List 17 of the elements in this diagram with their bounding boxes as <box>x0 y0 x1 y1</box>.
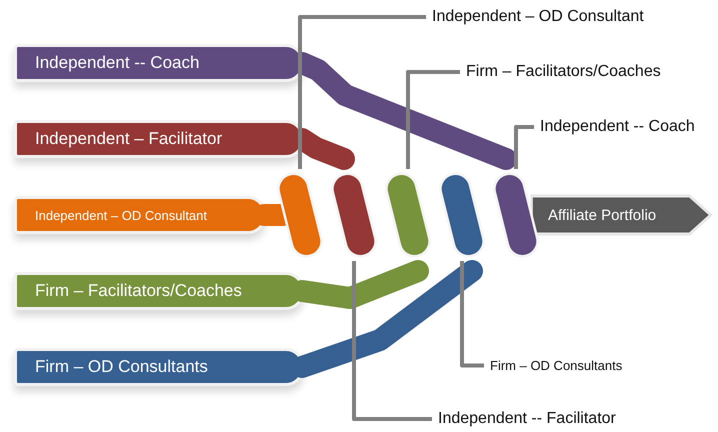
callout-label: Firm – OD Consultants <box>490 358 622 373</box>
leader-line <box>514 125 534 169</box>
leader-line <box>406 70 460 169</box>
callout-label: Independent -- Coach <box>540 118 695 135</box>
leader-line <box>298 15 426 169</box>
arrow-label: Affiliate Portfolio <box>548 206 656 224</box>
leader-line <box>352 261 432 421</box>
band-label: Firm – OD Consultants <box>35 357 208 377</box>
arrow-shape <box>530 192 714 238</box>
leader-line <box>460 261 484 368</box>
callout-label: Independent -- Facilitator <box>438 410 616 427</box>
callout-label: Independent – OD Consultant <box>432 8 644 25</box>
band-label: Independent – OD Consultant <box>35 208 208 222</box>
callout-label: Firm – Facilitators/Coaches <box>466 63 661 80</box>
band-label: Independent – Facilitator <box>35 129 222 149</box>
band-label: Independent -- Coach <box>35 53 200 73</box>
band-label: Firm – Facilitators/Coaches <box>35 281 242 301</box>
